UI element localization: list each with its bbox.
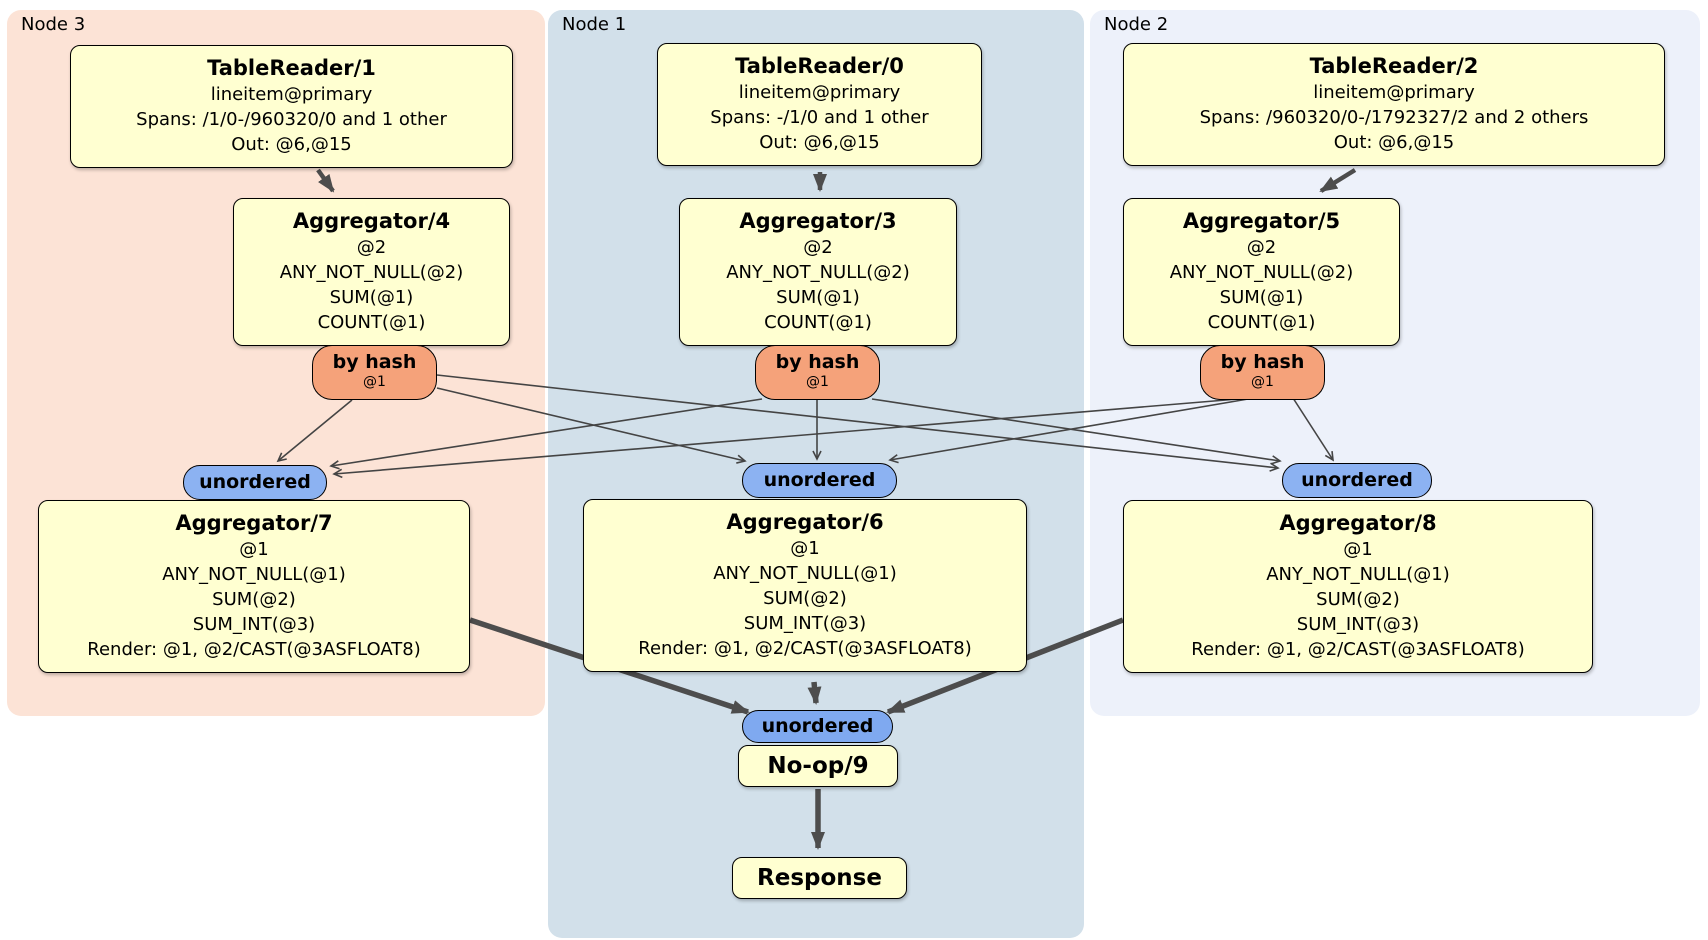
box-line: ANY_NOT_NULL(@2) bbox=[279, 262, 464, 283]
box-line: Render: @1, @2/CAST(@3ASFLOAT8) bbox=[87, 639, 421, 660]
box-line: COUNT(@1) bbox=[317, 312, 426, 333]
aggregator-3-box: Aggregator/3 @2 ANY_NOT_NULL(@2) SUM(@1)… bbox=[679, 198, 957, 346]
box-line: Out: @6,@15 bbox=[1333, 132, 1455, 153]
box-line: Spans: /1/0-/960320/0 and 1 other bbox=[136, 109, 447, 130]
box-line: SUM(@2) bbox=[212, 589, 296, 610]
edge-tr1-agg4 bbox=[316, 168, 335, 193]
box-line: @2 bbox=[803, 237, 833, 258]
box-line: SUM(@2) bbox=[763, 588, 847, 609]
box-line: COUNT(@1) bbox=[1207, 312, 1316, 333]
box-line: SUM(@1) bbox=[329, 287, 414, 308]
aggregator-6-box: Aggregator/6 @1 ANY_NOT_NULL(@1) SUM(@2)… bbox=[583, 499, 1027, 672]
router-input-label: @1 bbox=[806, 374, 829, 390]
box-line: @1 bbox=[239, 539, 269, 560]
aggregator-4-box: Aggregator/4 @2 ANY_NOT_NULL(@2) SUM(@1)… bbox=[233, 198, 510, 346]
router-by-hash-node1: by hash @1 bbox=[755, 345, 880, 400]
box-title: TableReader/0 bbox=[735, 54, 904, 78]
box-title: TableReader/2 bbox=[1309, 54, 1479, 78]
box-line: @2 bbox=[356, 237, 387, 258]
region-node1-label: Node 1 bbox=[562, 14, 627, 35]
edge-agg6-unordered-final bbox=[807, 681, 822, 705]
edge-hash2-unordered2 bbox=[1292, 397, 1334, 462]
box-line: Render: @1, @2/CAST(@3ASFLOAT8) bbox=[638, 638, 972, 659]
region-node2-label: Node 2 bbox=[1104, 14, 1169, 35]
tablereader-0-box: TableReader/0 lineitem@primary Spans: -/… bbox=[657, 43, 982, 166]
sync-unordered-node2: unordered bbox=[1282, 463, 1432, 498]
box-line: COUNT(@1) bbox=[764, 312, 872, 333]
box-line: ANY_NOT_NULL(@1) bbox=[1266, 564, 1450, 585]
sync-label: unordered bbox=[763, 469, 876, 491]
edge-tr2-agg5 bbox=[1319, 168, 1357, 193]
box-line: Render: @1, @2/CAST(@3ASFLOAT8) bbox=[1191, 639, 1525, 660]
box-line: SUM_INT(@3) bbox=[743, 613, 867, 634]
edge-hash2-unordered1 bbox=[888, 398, 1249, 464]
aggregator-7-box: Aggregator/7 @1 ANY_NOT_NULL(@1) SUM(@2)… bbox=[38, 500, 470, 673]
edge-hash3-unordered2 bbox=[436, 374, 1280, 472]
aggregator-5-box: Aggregator/5 @2 ANY_NOT_NULL(@2) SUM(@1)… bbox=[1123, 198, 1400, 346]
router-input-label: @1 bbox=[1251, 374, 1274, 390]
box-title: TableReader/1 bbox=[207, 56, 376, 80]
noop-9-box: No-op/9 bbox=[738, 745, 898, 787]
edge-hash3-unordered1 bbox=[436, 387, 747, 464]
box-title: Aggregator/4 bbox=[292, 209, 451, 233]
box-line: lineitem@primary bbox=[1313, 82, 1475, 103]
box-line: ANY_NOT_NULL(@2) bbox=[726, 262, 910, 283]
sync-unordered-final: unordered bbox=[742, 710, 893, 743]
box-line: SUM_INT(@3) bbox=[1296, 614, 1420, 635]
sync-label: unordered bbox=[761, 715, 874, 737]
box-line: SUM(@1) bbox=[1219, 287, 1304, 308]
box-title: Aggregator/3 bbox=[739, 209, 897, 233]
box-title: Aggregator/7 bbox=[175, 511, 333, 535]
box-line: @1 bbox=[1343, 539, 1373, 560]
box-line: Out: @6,@15 bbox=[231, 134, 352, 155]
sync-label: unordered bbox=[1301, 469, 1413, 491]
edge-hash3-unordered3 bbox=[276, 399, 353, 463]
box-title: No-op/9 bbox=[767, 753, 869, 779]
edge-hash1-unordered3 bbox=[329, 398, 763, 470]
box-line: lineitem@primary bbox=[210, 84, 373, 105]
box-title: Aggregator/8 bbox=[1279, 511, 1437, 535]
box-line: SUM(@1) bbox=[776, 287, 860, 308]
box-title: Aggregator/6 bbox=[726, 510, 884, 534]
box-line: ANY_NOT_NULL(@2) bbox=[1169, 262, 1354, 283]
box-line: Out: @6,@15 bbox=[759, 132, 880, 153]
box-line: ANY_NOT_NULL(@1) bbox=[713, 563, 897, 584]
sync-label: unordered bbox=[199, 471, 311, 493]
router-label: by hash bbox=[1220, 351, 1305, 373]
box-line: SUM(@2) bbox=[1316, 589, 1400, 610]
box-title: Aggregator/5 bbox=[1182, 209, 1341, 233]
box-line: Spans: -/1/0 and 1 other bbox=[710, 107, 929, 128]
stream-edges bbox=[276, 374, 1334, 479]
box-line: @2 bbox=[1246, 237, 1277, 258]
aggregator-8-box: Aggregator/8 @1 ANY_NOT_NULL(@1) SUM(@2)… bbox=[1123, 500, 1593, 673]
box-line: @1 bbox=[790, 538, 820, 559]
tablereader-1-box: TableReader/1 lineitem@primary Spans: /1… bbox=[70, 45, 513, 168]
router-by-hash-node2: by hash @1 bbox=[1200, 345, 1325, 400]
edge-hash2-unordered3 bbox=[332, 398, 1239, 479]
region-node3-label: Node 3 bbox=[21, 14, 86, 35]
edge-hash1-unordered2 bbox=[871, 398, 1282, 465]
box-title: Response bbox=[757, 865, 882, 891]
router-input-label: @1 bbox=[363, 374, 386, 390]
tablereader-2-box: TableReader/2 lineitem@primary Spans: /9… bbox=[1123, 43, 1665, 166]
box-line: SUM_INT(@3) bbox=[192, 614, 316, 635]
router-label: by hash bbox=[775, 351, 860, 373]
box-line: ANY_NOT_NULL(@1) bbox=[162, 564, 346, 585]
box-line: Spans: /960320/0-/1792327/2 and 2 others bbox=[1199, 107, 1589, 128]
router-by-hash-node3: by hash @1 bbox=[312, 345, 437, 400]
sync-unordered-node1: unordered bbox=[742, 463, 897, 498]
sync-unordered-node3: unordered bbox=[183, 465, 327, 500]
box-line: lineitem@primary bbox=[738, 82, 901, 103]
response-box: Response bbox=[732, 857, 907, 899]
router-label: by hash bbox=[332, 351, 417, 373]
